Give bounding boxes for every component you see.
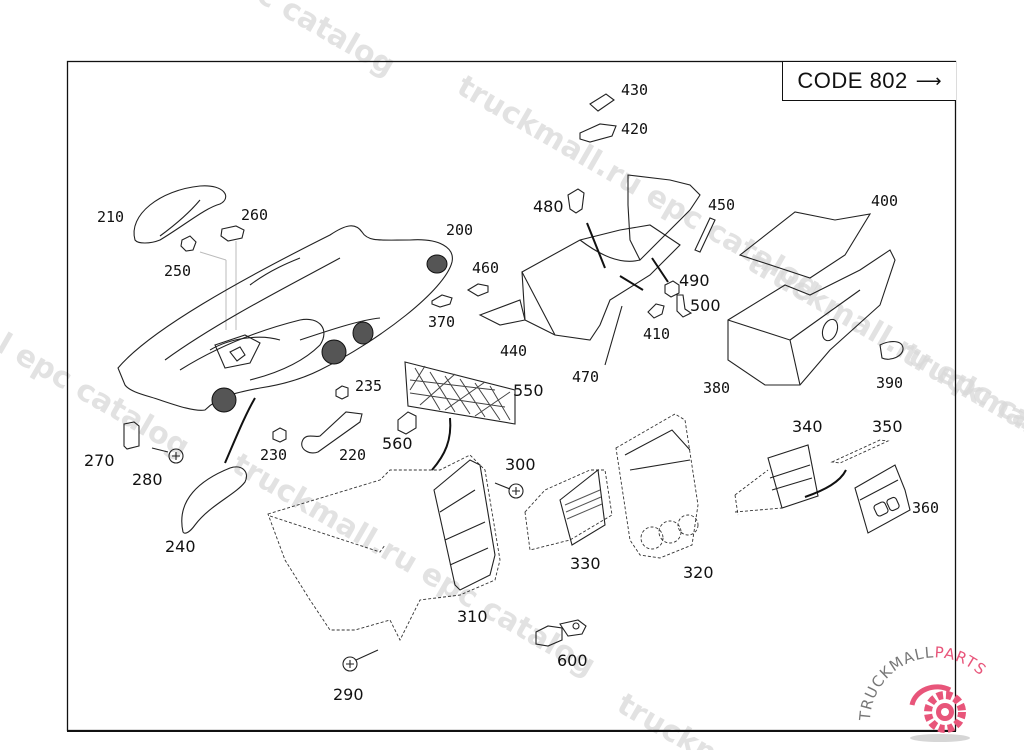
callout-200[interactable]: 200 xyxy=(446,221,473,239)
callout-600[interactable]: 600 xyxy=(557,651,588,670)
callout-430[interactable]: 430 xyxy=(621,81,648,99)
callout-320[interactable]: 320 xyxy=(683,563,714,582)
part-240-side-trim[interactable] xyxy=(181,466,248,534)
part-330-storage-tray[interactable] xyxy=(524,468,613,551)
part-350-cover-plate[interactable] xyxy=(830,439,890,464)
callout-380[interactable]: 380 xyxy=(703,379,730,397)
part-460-clip[interactable] xyxy=(466,283,489,297)
callout-470[interactable]: 470 xyxy=(572,368,599,386)
callout-360[interactable]: 360 xyxy=(912,499,939,517)
part-440-housing[interactable] xyxy=(478,174,701,341)
part-400-liner-mat[interactable] xyxy=(738,211,872,279)
part-370-clip[interactable] xyxy=(431,294,453,308)
part-500-stop[interactable] xyxy=(676,294,693,318)
part-560-fastener[interactable] xyxy=(397,411,417,435)
logo-text-accent: PARTS xyxy=(934,643,990,679)
part-220-handle[interactable] xyxy=(301,411,363,454)
callout-500[interactable]: 500 xyxy=(690,296,721,315)
part-490-bumper[interactable] xyxy=(664,280,680,298)
gear-icon xyxy=(909,684,970,742)
callout-290[interactable]: 290 xyxy=(333,685,364,704)
watermark-text: truckm xyxy=(611,687,732,750)
callout-300[interactable]: 300 xyxy=(505,455,536,474)
callout-210[interactable]: 210 xyxy=(97,208,124,226)
part-380-glove-box[interactable] xyxy=(727,249,896,386)
callout-420[interactable]: 420 xyxy=(621,120,648,138)
part-235-clip[interactable] xyxy=(335,385,349,400)
part-290-screw[interactable] xyxy=(342,649,379,672)
part-230-clip[interactable] xyxy=(272,427,287,443)
part-420-lamp-housing[interactable] xyxy=(579,123,617,143)
air-vent-icon xyxy=(426,254,448,274)
assembly-arrow xyxy=(586,222,606,269)
part-200-dashboard[interactable] xyxy=(117,225,453,413)
callout-270[interactable]: 270 xyxy=(84,451,115,470)
right-arrow-icon: ⟶ xyxy=(915,70,942,92)
callout-560[interactable]: 560 xyxy=(382,434,413,453)
part-300-screw[interactable] xyxy=(494,482,524,499)
callout-240[interactable]: 240 xyxy=(165,537,196,556)
air-vent-icon xyxy=(352,321,374,345)
part-470-pin[interactable] xyxy=(604,305,623,366)
watermark-text: truckmall.ru epc catalog xyxy=(226,447,601,684)
callout-235[interactable]: 235 xyxy=(355,377,382,395)
watermark-text: c catalog xyxy=(251,0,401,84)
part-360-control-panel[interactable] xyxy=(854,464,911,534)
callout-230[interactable]: 230 xyxy=(260,446,287,464)
watermark-text: truckmall.ru e xyxy=(896,337,1024,487)
callout-370[interactable]: 370 xyxy=(428,313,455,331)
callout-410[interactable]: 410 xyxy=(643,325,670,343)
part-320-center-bezel[interactable] xyxy=(615,413,699,559)
part-600-lock-cylinder[interactable] xyxy=(535,619,587,647)
air-vent-icon xyxy=(211,387,237,413)
logo-text-primary: TRUCKMALL xyxy=(856,643,935,722)
assembly-arrow xyxy=(651,257,669,283)
callout-330[interactable]: 330 xyxy=(570,554,601,573)
callout-400[interactable]: 400 xyxy=(871,192,898,210)
part-340-frame[interactable] xyxy=(734,444,819,516)
code-label-box: CODE 802 ⟶ xyxy=(782,62,956,101)
part-410-clip[interactable] xyxy=(647,303,665,319)
callout-220[interactable]: 220 xyxy=(339,446,366,464)
part-270-bracket[interactable] xyxy=(123,421,140,450)
callout-550[interactable]: 550 xyxy=(513,381,544,400)
part-480-switch[interactable] xyxy=(567,188,585,214)
part-550-net[interactable] xyxy=(404,361,516,425)
part-210-trim-cover[interactable] xyxy=(133,185,227,244)
callout-280[interactable]: 280 xyxy=(132,470,163,489)
assembly-arrow xyxy=(804,469,847,498)
callout-labels: 200 210 220 230 235 240 250 260 270 280 … xyxy=(84,81,939,704)
callout-490[interactable]: 490 xyxy=(679,271,710,290)
assembly-arrow xyxy=(224,397,256,464)
callout-250[interactable]: 250 xyxy=(164,262,191,280)
part-390-latch[interactable] xyxy=(879,341,904,360)
part-260-clip[interactable] xyxy=(220,225,245,330)
part-430-bulb[interactable] xyxy=(589,93,615,112)
callout-340[interactable]: 340 xyxy=(792,417,823,436)
watermark-text: l epc catalog xyxy=(0,327,195,465)
air-vent-icon xyxy=(321,339,347,365)
callout-260[interactable]: 260 xyxy=(241,206,268,224)
callout-450[interactable]: 450 xyxy=(708,196,735,214)
callout-350[interactable]: 350 xyxy=(872,417,903,436)
callout-440[interactable]: 440 xyxy=(500,342,527,360)
assembly-arrow xyxy=(619,275,644,291)
watermark-text: truckmall.ru epc catalog xyxy=(741,245,1024,482)
callout-480[interactable]: 480 xyxy=(533,197,564,216)
callout-390[interactable]: 390 xyxy=(876,374,903,392)
part-310-lower-console[interactable] xyxy=(267,454,501,642)
svg-text:TRUCKMALLPARTS: TRUCKMALLPARTS xyxy=(856,643,990,722)
truckmallparts-logo: TRUCKMALLPARTS xyxy=(856,643,990,742)
callout-310[interactable]: 310 xyxy=(457,607,488,626)
code-label: CODE 802 xyxy=(797,68,908,93)
part-280-screw[interactable] xyxy=(151,447,184,464)
assembly-arrow xyxy=(431,417,452,471)
part-450-damper[interactable] xyxy=(694,217,716,253)
callout-460[interactable]: 460 xyxy=(472,259,499,277)
part-250-clip[interactable] xyxy=(180,235,227,261)
